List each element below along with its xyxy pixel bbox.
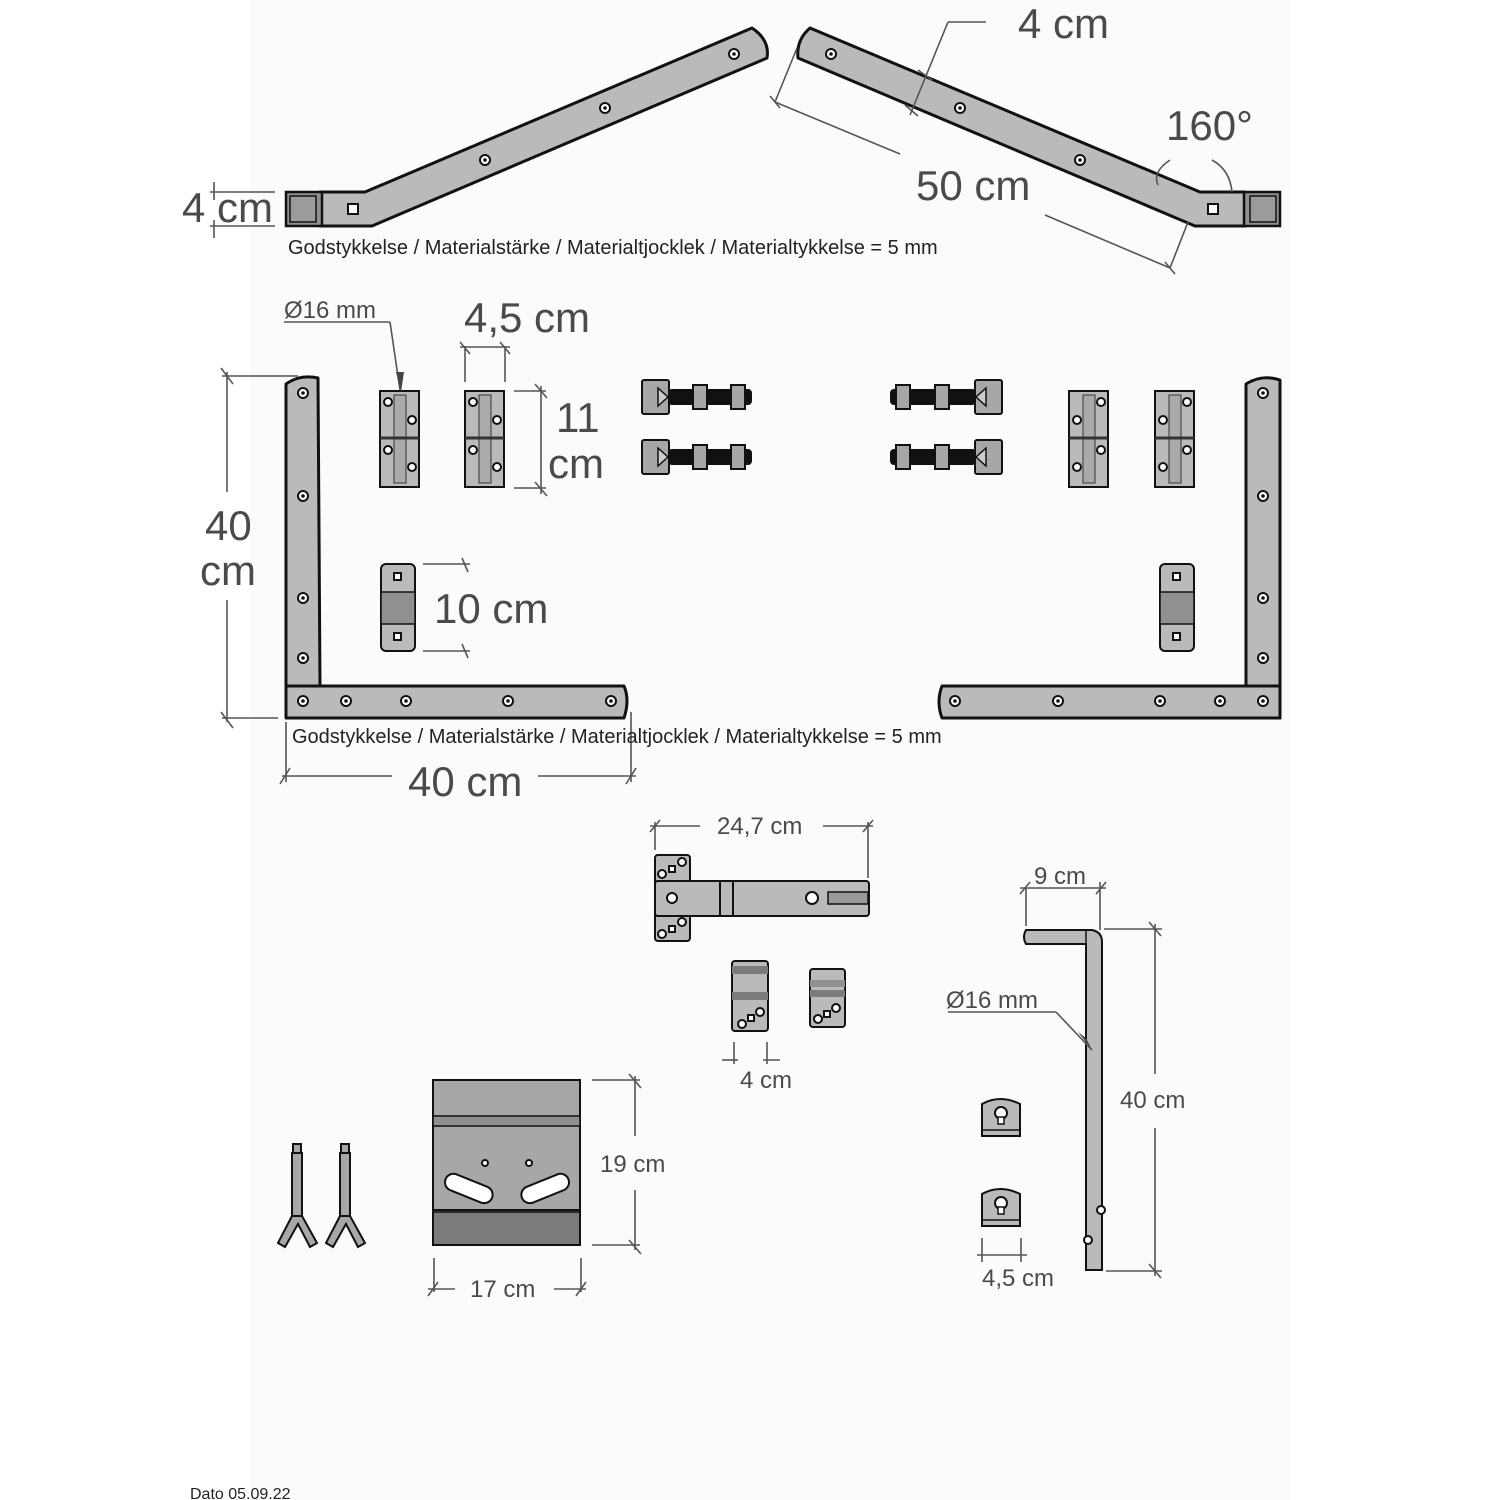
gudgeon-plate <box>464 390 505 488</box>
width-label: 4,5 cm <box>982 1265 1054 1292</box>
material-note-top: Godstykkelse / Materialstärke / Material… <box>288 237 938 259</box>
dimension-width-left: 4 cm <box>182 182 275 238</box>
material-note-middle: Godstykkelse / Materialstärke / Material… <box>292 726 942 748</box>
dimension-drop-bolt: 9 cm Ø16 mm 40 cm <box>946 863 1185 1279</box>
gate-latch <box>654 854 870 942</box>
pin-diameter-label: Ø16 mm <box>284 297 376 324</box>
handle-length-label: 9 cm <box>1034 863 1086 890</box>
dimension-stop-width: 17 cm <box>427 1258 587 1303</box>
latch-keeper <box>731 960 769 1032</box>
cranked-hinge-right <box>796 26 1282 228</box>
page-background <box>250 0 1290 1500</box>
screw-hole <box>479 154 491 166</box>
length-label: 40 cm <box>1120 1087 1185 1114</box>
date-label: Dato 05.09.22 <box>190 1486 291 1500</box>
angle-hinge-right <box>937 376 1282 720</box>
dimension-latch-length: 24,7 cm <box>649 813 874 878</box>
screw-hole <box>1074 154 1086 166</box>
dimension-stop-height: 19 cm <box>592 1073 665 1255</box>
dimension-gudgeon-height: 11 cm <box>514 383 604 497</box>
width-label: 17 cm <box>470 1276 535 1303</box>
cranked-hinge-left <box>284 26 769 228</box>
height-label-line1: 40 <box>205 502 252 549</box>
dimension-right-hinge: 4 cm 50 cm 160° <box>769 0 1253 275</box>
dimension-angle-width: 40 cm <box>279 712 637 805</box>
dimension-keeper-height: 10 cm <box>423 557 548 659</box>
dimension-bolt-keeper-width: 4,5 cm <box>977 1238 1054 1292</box>
height-label-line2: cm <box>548 440 604 487</box>
dimension-angle-height: 40 cm <box>200 367 298 729</box>
bolt-keeper <box>981 1188 1021 1227</box>
screw-hole <box>599 102 611 114</box>
threaded-hinge-pin <box>890 439 1003 475</box>
gudgeon-plate <box>379 390 420 488</box>
ground-spike <box>324 1143 367 1249</box>
dimension-gudgeon-width: 4,5 cm <box>459 294 590 382</box>
width-label: 4 cm <box>1018 0 1109 47</box>
width-label: 4 cm <box>740 1067 792 1094</box>
strap-keeper-right <box>1159 563 1195 652</box>
width-label: 4 cm <box>182 184 273 231</box>
gudgeon-plate <box>1154 390 1195 488</box>
length-label: 24,7 cm <box>717 813 802 840</box>
ground-spike <box>276 1143 319 1249</box>
width-label: 4,5 cm <box>464 294 590 341</box>
drop-bolt <box>1023 929 1106 1271</box>
gudgeon-plate <box>1068 390 1109 488</box>
screw-hole <box>954 102 966 114</box>
angle-label: 160° <box>1166 102 1253 149</box>
dimension-pin-diameter: Ø16 mm <box>284 297 404 392</box>
gate-stop-plate <box>432 1079 581 1246</box>
angle-hinge-left <box>284 375 629 720</box>
threaded-hinge-pin <box>641 379 752 415</box>
threaded-hinge-pin <box>641 439 752 475</box>
diameter-label: Ø16 mm <box>946 987 1038 1014</box>
width-label: 40 cm <box>408 758 522 805</box>
bolt-keeper <box>981 1098 1021 1137</box>
latch-catch <box>809 968 846 1028</box>
height-label-line2: cm <box>200 547 256 594</box>
screw-hole <box>728 48 740 60</box>
height-label: 19 cm <box>600 1151 665 1178</box>
dimension-keeper-width: 4 cm <box>722 1042 792 1094</box>
height-label: 10 cm <box>434 585 548 632</box>
threaded-hinge-pin <box>890 379 1003 415</box>
length-label: 50 cm <box>916 162 1030 209</box>
strap-keeper-left <box>380 563 416 652</box>
height-label-line1: 11 <box>556 394 600 441</box>
screw-hole <box>825 48 837 60</box>
margin-left <box>0 0 250 1500</box>
